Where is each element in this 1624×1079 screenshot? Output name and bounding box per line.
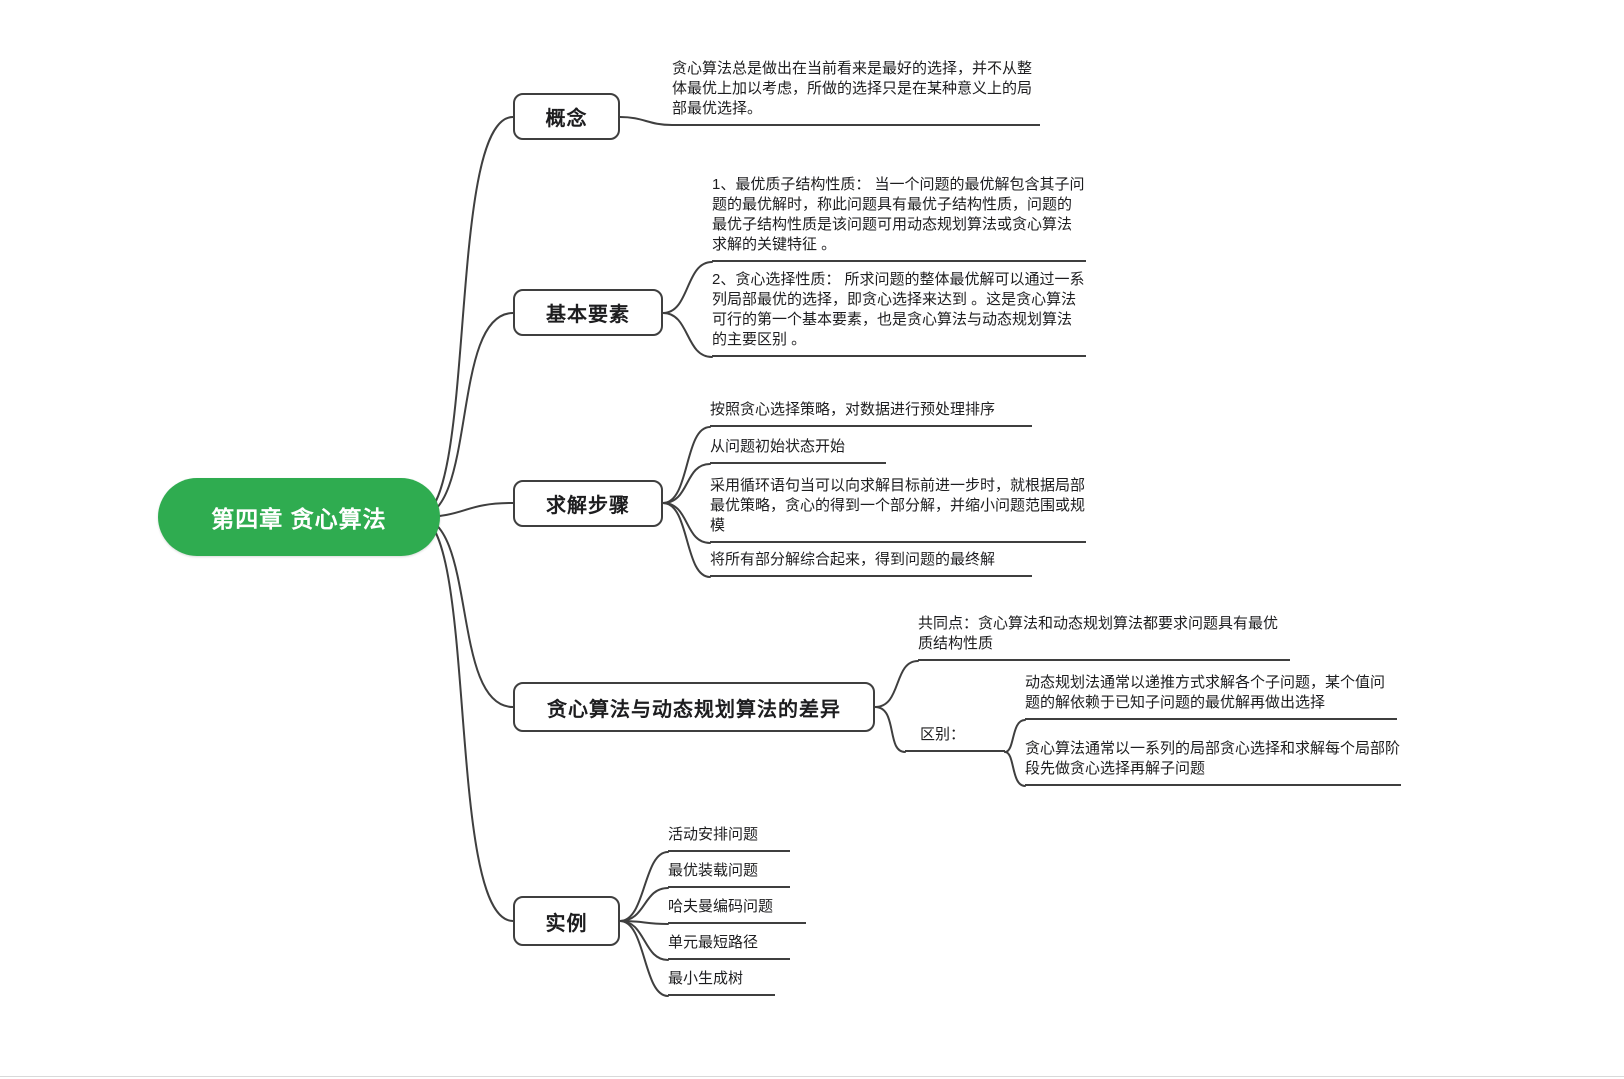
leaf-step-3[interactable]: 采用循环语句当可以向求解目标前进一步时，就根据局部最优策略，贪心的得到一个部分解… bbox=[710, 476, 1086, 543]
connector-example-1 bbox=[619, 851, 669, 922]
connector-example-2 bbox=[619, 887, 669, 922]
branch-node-difference[interactable]: 贪心算法与动态规划算法的差异 bbox=[513, 682, 875, 732]
leaf-example-activity[interactable]: 活动安排问题 bbox=[668, 825, 790, 852]
connector-steps-leaf-2 bbox=[662, 463, 711, 504]
connector-example-5 bbox=[619, 920, 669, 997]
root-node[interactable]: 第四章 贪心算法 bbox=[158, 478, 440, 556]
leaf-common-point[interactable]: 共同点：贪心算法和动态规划算法都要求问题具有最优质结构性质 bbox=[918, 614, 1290, 661]
connector-distinction-leaf-2 bbox=[1004, 751, 1026, 787]
connector-diff-common bbox=[874, 660, 919, 708]
connector-basic-leaf-1 bbox=[662, 261, 713, 314]
connector-steps-leaf-4 bbox=[662, 502, 711, 578]
leaf-distinction-dp[interactable]: 动态规划法通常以递推方式求解各个子问题，某个值问题的解依赖于已知子问题的最优解再… bbox=[1025, 673, 1397, 720]
leaf-step-1[interactable]: 按照贪心选择策略，对数据进行预处理排序 bbox=[710, 400, 1032, 427]
leaf-step-4[interactable]: 将所有部分解综合起来，得到问题的最终解 bbox=[710, 550, 1032, 577]
connector-root-basic-elements bbox=[417, 312, 514, 518]
connector-concept-leaf bbox=[619, 116, 673, 126]
leaf-basic-element-1[interactable]: 1、最优质子结构性质： 当一个问题的最优解包含其子问题的最优解时，称此问题具有最… bbox=[712, 175, 1086, 262]
branch-node-solution-steps[interactable]: 求解步骤 bbox=[513, 480, 663, 527]
connector-root-examples bbox=[417, 516, 514, 922]
leaf-basic-element-2[interactable]: 2、贪心选择性质： 所求问题的整体最优解可以通过一系列局部最优的选择，即贪心选择… bbox=[712, 270, 1086, 357]
branch-node-basic-elements[interactable]: 基本要素 bbox=[513, 289, 663, 336]
leaf-concept-description[interactable]: 贪心算法总是做出在当前看来是最好的选择，并不从整体最优上加以考虑，所做的选择只是… bbox=[672, 59, 1040, 126]
connector-root-difference bbox=[417, 516, 514, 708]
connector-basic-leaf-2 bbox=[662, 312, 713, 358]
bottom-divider bbox=[0, 1076, 1624, 1077]
connector-diff-distinction bbox=[874, 706, 906, 753]
leaf-distinction-greedy[interactable]: 贪心算法通常以一系列的局部贪心选择和求解每个局部阶段先做贪心选择再解子问题 bbox=[1025, 739, 1401, 786]
connector-steps-leaf-1 bbox=[662, 426, 711, 504]
branch-node-examples[interactable]: 实例 bbox=[513, 896, 620, 946]
leaf-step-2[interactable]: 从问题初始状态开始 bbox=[710, 437, 886, 464]
leaf-example-huffman[interactable]: 哈夫曼编码问题 bbox=[668, 897, 806, 924]
leaf-example-loading[interactable]: 最优装载问题 bbox=[668, 861, 790, 888]
sub-node-distinction[interactable]: 区别： bbox=[905, 725, 1005, 752]
leaf-example-spanning-tree[interactable]: 最小生成树 bbox=[668, 969, 775, 996]
connector-root-concept bbox=[417, 116, 514, 518]
branch-node-concept[interactable]: 概念 bbox=[513, 93, 620, 140]
connector-distinction-leaf-1 bbox=[1004, 719, 1026, 753]
leaf-example-shortest-path[interactable]: 单元最短路径 bbox=[668, 933, 790, 960]
